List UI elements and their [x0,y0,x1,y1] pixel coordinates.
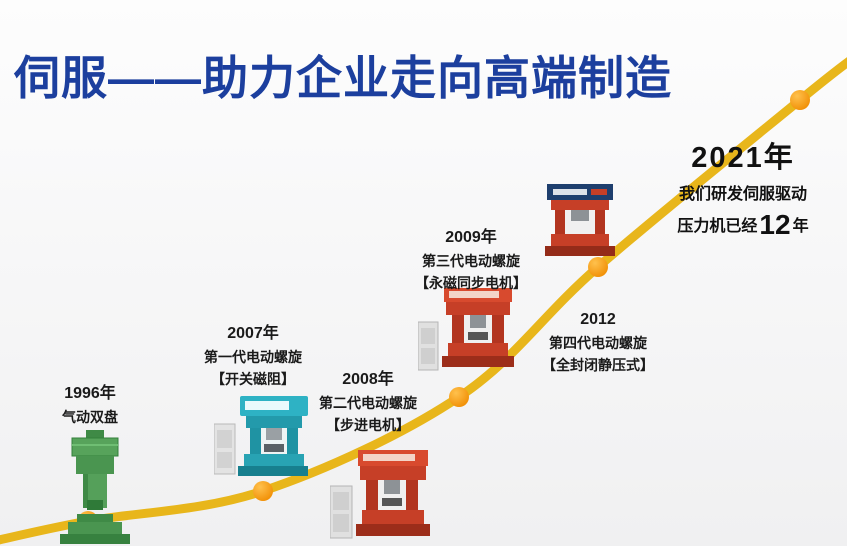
milestone-year: 2008年 [342,371,394,388]
milestone-2012: 2012 第四代电动螺旋 【全封闭静压式】 [524,312,672,380]
highlight-line2-suffix: 年 [792,218,809,235]
highlight-years-count: 12 [759,209,791,240]
milestone-desc: 第三代电动螺旋 [422,253,520,269]
machine-2012-illustration [545,184,615,256]
machine-2008-illustration [330,450,430,539]
timeline-dot-2012 [588,257,608,277]
milestone-desc: 第一代电动螺旋 [204,349,302,365]
milestone-desc: 【永磁同步电机】 [415,275,527,291]
highlight-line2-prefix: 压力机已经 [677,218,758,235]
milestone-2021: 2021年 我们研发伺服驱动 压力机已经 12 年 [654,144,832,241]
milestone-2008: 2008年 第二代电动螺旋 【步进电机】 [300,372,436,440]
milestone-desc: 气动双盘 [62,409,118,425]
timeline-dot-2007 [253,481,273,501]
milestone-year: 2009年 [445,229,497,246]
highlight-year: 2021年 [691,142,795,174]
milestone-desc: 第二代电动螺旋 [319,395,417,411]
timeline-dot-2021 [790,90,810,110]
milestone-year: 2007年 [227,325,279,342]
timeline-dot-2008 [449,387,469,407]
highlight-line1: 我们研发伺服驱动 [678,186,807,203]
machine-2009-illustration [418,288,514,371]
machine-2007-illustration [214,396,308,476]
milestone-year: 1996年 [64,385,116,402]
milestone-year: 2012 [580,311,616,328]
milestone-desc: 第四代电动螺旋 [549,335,647,351]
highlight-line2: 压力机已经 12 年 [654,209,832,241]
milestone-1996: 1996年 气动双盘 [38,386,142,432]
page-title: 伺服——助力企业走向高端制造 [14,52,672,104]
milestone-desc: 【全封闭静压式】 [542,357,654,373]
machine-1996-illustration [60,430,130,544]
milestone-2007: 2007年 第一代电动螺旋 【开关磁阻】 [186,326,320,394]
milestone-desc: 【步进电机】 [326,417,410,433]
milestone-2009: 2009年 第三代电动螺旋 【永磁同步电机】 [398,230,544,298]
milestone-desc: 【开关磁阻】 [211,371,295,387]
